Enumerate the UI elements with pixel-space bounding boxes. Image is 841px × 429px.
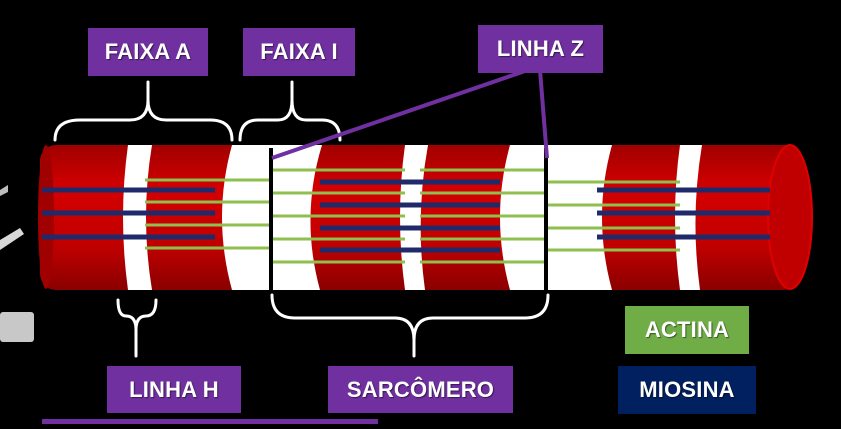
label-faixa-a: FAIXA A xyxy=(88,28,208,76)
faixa-a-brace xyxy=(53,80,234,142)
label-linha-h: LINHA H xyxy=(107,366,241,413)
side-object-fragment xyxy=(0,312,34,342)
bottom-purple-bar xyxy=(42,419,378,424)
sarcomero-brace xyxy=(270,293,550,358)
faixa-i-brace xyxy=(238,80,342,142)
fiber-start-edge xyxy=(38,145,54,289)
linha-h-brace xyxy=(116,298,158,358)
legend-actina: ACTINA xyxy=(625,306,749,354)
myosin-filaments xyxy=(42,179,770,253)
label-faixa-i: FAIXA I xyxy=(243,28,355,76)
h-zone-stripe xyxy=(675,145,702,290)
h-zone-stripe xyxy=(123,145,152,290)
legend-miosina: MIOSINA xyxy=(618,366,756,414)
label-sarcomero: SARCÔMERO xyxy=(328,366,513,413)
label-linha-z: LINHA Z xyxy=(478,25,603,73)
actin-filaments xyxy=(145,168,680,264)
linha-z-pointers xyxy=(271,68,549,160)
fiber-end-cap xyxy=(767,144,813,290)
braces xyxy=(53,80,550,358)
side-instrument-fragment xyxy=(0,185,24,250)
